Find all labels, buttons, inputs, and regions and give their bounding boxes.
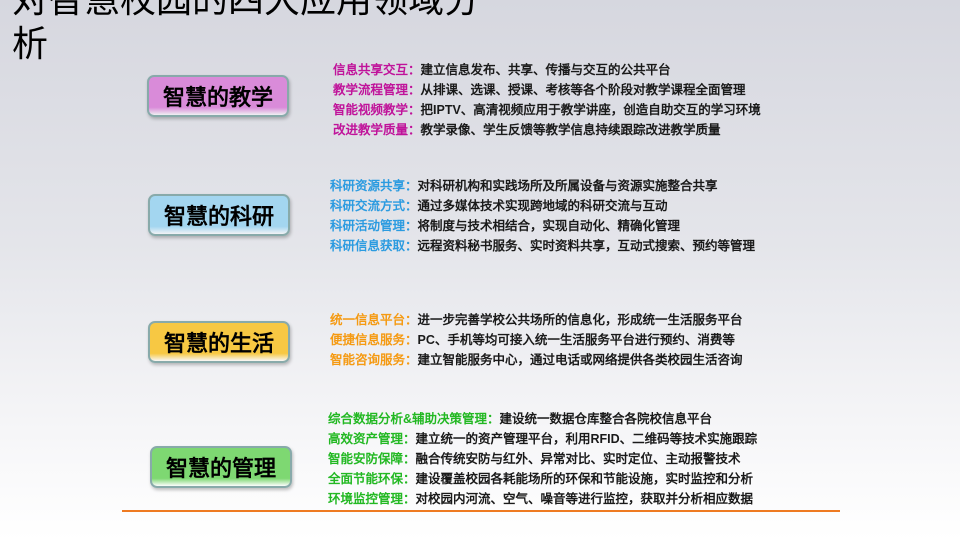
list-item: 科研信息获取：远程资料秘书服务、实时资料共享，互动式搜索、预约等管理 xyxy=(330,236,810,256)
list-item: 科研活动管理：将制度与技术相结合，实现自动化、精确化管理 xyxy=(330,216,810,236)
item-text: 建设统一数据仓库整合各院校信息平台 xyxy=(499,412,713,426)
list-item: 智能咨询服务：建立智能服务中心，通过电话或网络提供各类校园生活咨询 xyxy=(330,350,810,370)
list-item: 综合数据分析&辅助决策管理：建设统一数据仓库整合各院校信息平台 xyxy=(328,409,808,429)
item-label: 科研活动管理： xyxy=(330,219,418,233)
list-item: 智能视频教学：把IPTV、高清视频应用于教学讲座，创造自助交互的学习环境 xyxy=(333,100,813,120)
item-text: 建立智能服务中心，通过电话或网络提供各类校园生活咨询 xyxy=(417,353,743,367)
item-text: 进一步完善学校公共场所的信息化，形成统一生活服务平台 xyxy=(417,313,743,327)
item-label: 环境监控管理： xyxy=(328,492,416,506)
item-text: 把IPTV、高清视频应用于教学讲座，创造自助交互的学习环境 xyxy=(420,103,761,117)
item-text: 通过多媒体技术实现跨地域的科研交流与互动 xyxy=(417,199,668,213)
item-text: 对科研机构和实践场所及所属设备与资源实施整合共享 xyxy=(417,179,718,193)
list-item: 全面节能环保：建设覆盖校园各耗能场所的环保和节能设施，实时监控和分析 xyxy=(328,469,808,489)
item-label: 智能安防保障： xyxy=(328,452,416,466)
item-text: 教学录像、学生反馈等教学信息持续跟踪改进教学质量 xyxy=(420,123,721,137)
list-item: 环境监控管理：对校园内河流、空气、噪音等进行监控，获取并分析相应数据 xyxy=(328,489,808,509)
list-item: 教学流程管理：从排课、选课、授课、考核等各个阶段对教学课程全面管理 xyxy=(333,80,813,100)
list-item: 改进教学质量：教学录像、学生反馈等教学信息持续跟踪改进教学质量 xyxy=(333,120,813,140)
item-label: 信息共享交互： xyxy=(333,63,421,77)
item-text: 对校园内河流、空气、噪音等进行监控，获取并分析相应数据 xyxy=(415,492,754,506)
item-label: 高效资产管理： xyxy=(328,432,416,446)
item-text: 建设覆盖校园各耗能场所的环保和节能设施，实时监控和分析 xyxy=(415,472,754,486)
item-text: 融合传统安防与红外、异常对比、实时定位、主动报警技术 xyxy=(415,452,741,466)
list-item: 统一信息平台：进一步完善学校公共场所的信息化，形成统一生活服务平台 xyxy=(330,310,810,330)
list-item: 科研资源共享：对科研机构和实践场所及所属设备与资源实施整合共享 xyxy=(330,176,810,196)
item-label: 科研资源共享： xyxy=(330,179,418,193)
item-text: 建立统一的资产管理平台，利用RFID、二维码等技术实施跟踪 xyxy=(415,432,758,446)
item-text: 从排课、选课、授课、考核等各个阶段对教学课程全面管理 xyxy=(420,83,746,97)
pill-management: 智慧的管理 xyxy=(150,446,292,488)
orange-divider xyxy=(122,510,840,512)
item-label: 教学流程管理： xyxy=(333,83,421,97)
item-text: 将制度与技术相结合，实现自动化、精确化管理 xyxy=(417,219,681,233)
list-item: 高效资产管理：建立统一的资产管理平台，利用RFID、二维码等技术实施跟踪 xyxy=(328,429,808,449)
item-text: 远程资料秘书服务、实时资料共享，互动式搜索、预约等管理 xyxy=(417,239,756,253)
item-label: 改进教学质量： xyxy=(333,123,421,137)
item-label: 统一信息平台： xyxy=(330,313,418,327)
item-label: 科研交流方式： xyxy=(330,199,418,213)
list-item: 信息共享交互：建立信息发布、共享、传播与交互的公共平台 xyxy=(333,60,813,80)
management-list: 综合数据分析&辅助决策管理：建设统一数据仓库整合各院校信息平台高效资产管理：建立… xyxy=(328,409,808,509)
pill-research: 智慧的科研 xyxy=(148,194,290,236)
item-label: 智能视频教学： xyxy=(333,103,421,117)
item-label: 便捷信息服务： xyxy=(330,333,418,347)
item-label: 科研信息获取： xyxy=(330,239,418,253)
list-item: 便捷信息服务：PC、手机等均可接入统一生活服务平台进行预约、消费等 xyxy=(330,330,810,350)
item-label: 智能咨询服务： xyxy=(330,353,418,367)
slide-title: 对智慧校园的四大应用领域分析 xyxy=(12,0,481,64)
pill-teaching: 智慧的教学 xyxy=(147,75,289,117)
life-list: 统一信息平台：进一步完善学校公共场所的信息化，形成统一生活服务平台便捷信息服务：… xyxy=(330,310,810,370)
list-item: 智能安防保障：融合传统安防与红外、异常对比、实时定位、主动报警技术 xyxy=(328,449,808,469)
item-label: 全面节能环保： xyxy=(328,472,416,486)
list-item: 科研交流方式：通过多媒体技术实现跨地域的科研交流与互动 xyxy=(330,196,810,216)
item-text: 建立信息发布、共享、传播与交互的公共平台 xyxy=(420,63,671,77)
research-list: 科研资源共享：对科研机构和实践场所及所属设备与资源实施整合共享科研交流方式：通过… xyxy=(330,176,810,256)
item-text: PC、手机等均可接入统一生活服务平台进行预约、消费等 xyxy=(417,333,735,347)
teaching-list: 信息共享交互：建立信息发布、共享、传播与交互的公共平台教学流程管理：从排课、选课… xyxy=(333,60,813,140)
item-label: 综合数据分析&辅助决策管理： xyxy=(328,412,500,426)
pill-life: 智慧的生活 xyxy=(148,321,290,363)
